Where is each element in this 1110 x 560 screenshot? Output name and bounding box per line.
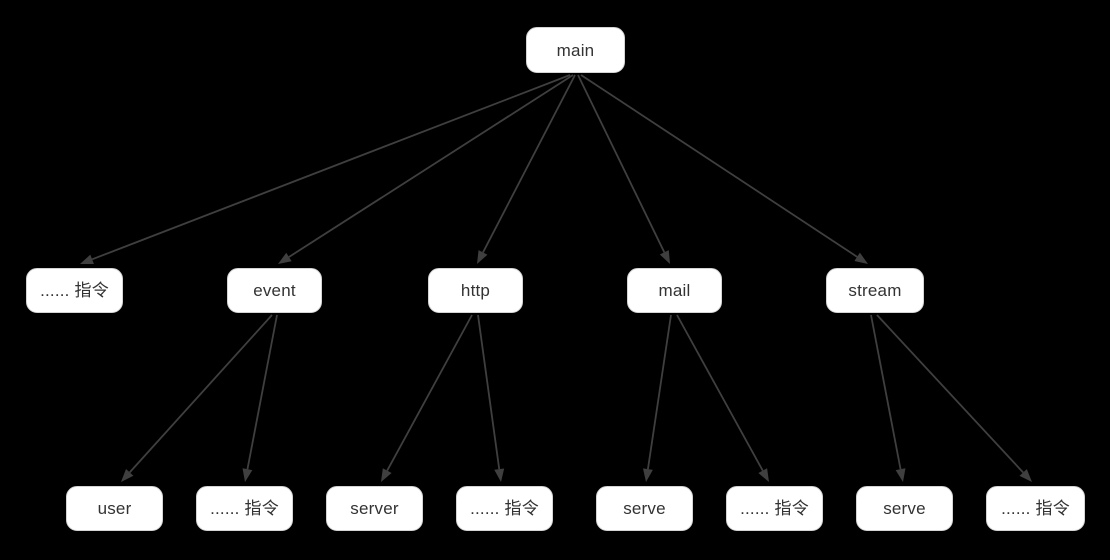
diagram-edge xyxy=(870,314,906,482)
diagram-node-user[interactable]: user xyxy=(66,486,163,531)
node-label: event xyxy=(253,281,296,300)
diagram-edge xyxy=(121,314,273,482)
diagram-node-mail[interactable]: mail xyxy=(627,268,722,313)
diagram-edge xyxy=(577,74,670,264)
diagram-edge xyxy=(477,314,505,482)
diagram-node-event[interactable]: event xyxy=(227,268,322,313)
edge-arrowhead-icon xyxy=(477,250,488,264)
diagram-edge xyxy=(278,74,574,264)
node-label: ...... 指令 xyxy=(210,499,279,518)
diagram-node-http-misc[interactable]: ...... 指令 xyxy=(456,486,553,531)
edge-arrowhead-icon xyxy=(659,250,670,264)
node-label: serve xyxy=(623,499,666,518)
edge-arrowhead-icon xyxy=(854,252,868,264)
diagram-edge xyxy=(80,74,571,264)
node-label: main xyxy=(556,40,595,60)
diagram-node-main-misc[interactable]: ...... 指令 xyxy=(26,268,123,313)
edge-arrowhead-icon xyxy=(278,252,292,264)
diagram-edge xyxy=(242,314,278,482)
edge-arrowhead-icon xyxy=(895,468,906,482)
edge-line xyxy=(482,74,576,253)
node-label: user xyxy=(97,499,132,518)
diagram-node-main[interactable]: main xyxy=(526,27,625,73)
diagram-edge xyxy=(381,314,473,482)
edge-arrowhead-icon xyxy=(121,469,134,482)
edge-line xyxy=(246,314,278,470)
diagram-node-mail-serve[interactable]: serve xyxy=(596,486,693,531)
diagram-node-mail-misc[interactable]: ...... 指令 xyxy=(726,486,823,531)
edge-line xyxy=(477,314,501,470)
node-label: stream xyxy=(848,281,902,300)
edge-line xyxy=(647,314,672,470)
diagram-node-stream-misc[interactable]: ...... 指令 xyxy=(986,486,1085,531)
edge-arrowhead-icon xyxy=(1019,469,1032,482)
node-label: mail xyxy=(658,281,691,300)
edge-line xyxy=(870,314,902,470)
diagram-edge xyxy=(676,314,769,482)
edge-arrowhead-icon xyxy=(642,468,653,482)
node-label: http xyxy=(460,281,491,300)
edge-line xyxy=(876,314,1024,474)
node-label: ...... 指令 xyxy=(1001,499,1070,518)
node-label: server xyxy=(350,499,399,518)
edge-line xyxy=(577,74,666,253)
node-label: serve xyxy=(883,499,926,518)
diagram-node-event-misc[interactable]: ...... 指令 xyxy=(196,486,293,531)
diagram-node-stream[interactable]: stream xyxy=(826,268,924,313)
edge-arrowhead-icon xyxy=(242,468,253,482)
diagram-node-http[interactable]: http xyxy=(428,268,523,313)
edge-line xyxy=(676,314,764,472)
edge-line xyxy=(386,314,473,472)
edge-arrowhead-icon xyxy=(381,468,392,482)
edge-arrowhead-icon xyxy=(758,468,769,482)
edge-arrowhead-icon xyxy=(494,468,505,482)
edge-arrowhead-icon xyxy=(80,254,94,264)
edge-line xyxy=(288,74,574,258)
diagram-edge xyxy=(642,314,672,482)
diagram-edge xyxy=(477,74,576,264)
diagram-edge xyxy=(580,74,868,264)
edge-line xyxy=(91,74,571,261)
edge-line xyxy=(129,314,273,473)
diagram-node-stream-serve[interactable]: serve xyxy=(856,486,953,531)
diagram-edge xyxy=(876,314,1032,482)
diagram-node-server[interactable]: server xyxy=(326,486,423,531)
node-label: ...... 指令 xyxy=(470,499,539,518)
edge-line xyxy=(580,74,858,258)
node-label: ...... 指令 xyxy=(740,499,809,518)
node-label: ...... 指令 xyxy=(40,281,109,300)
